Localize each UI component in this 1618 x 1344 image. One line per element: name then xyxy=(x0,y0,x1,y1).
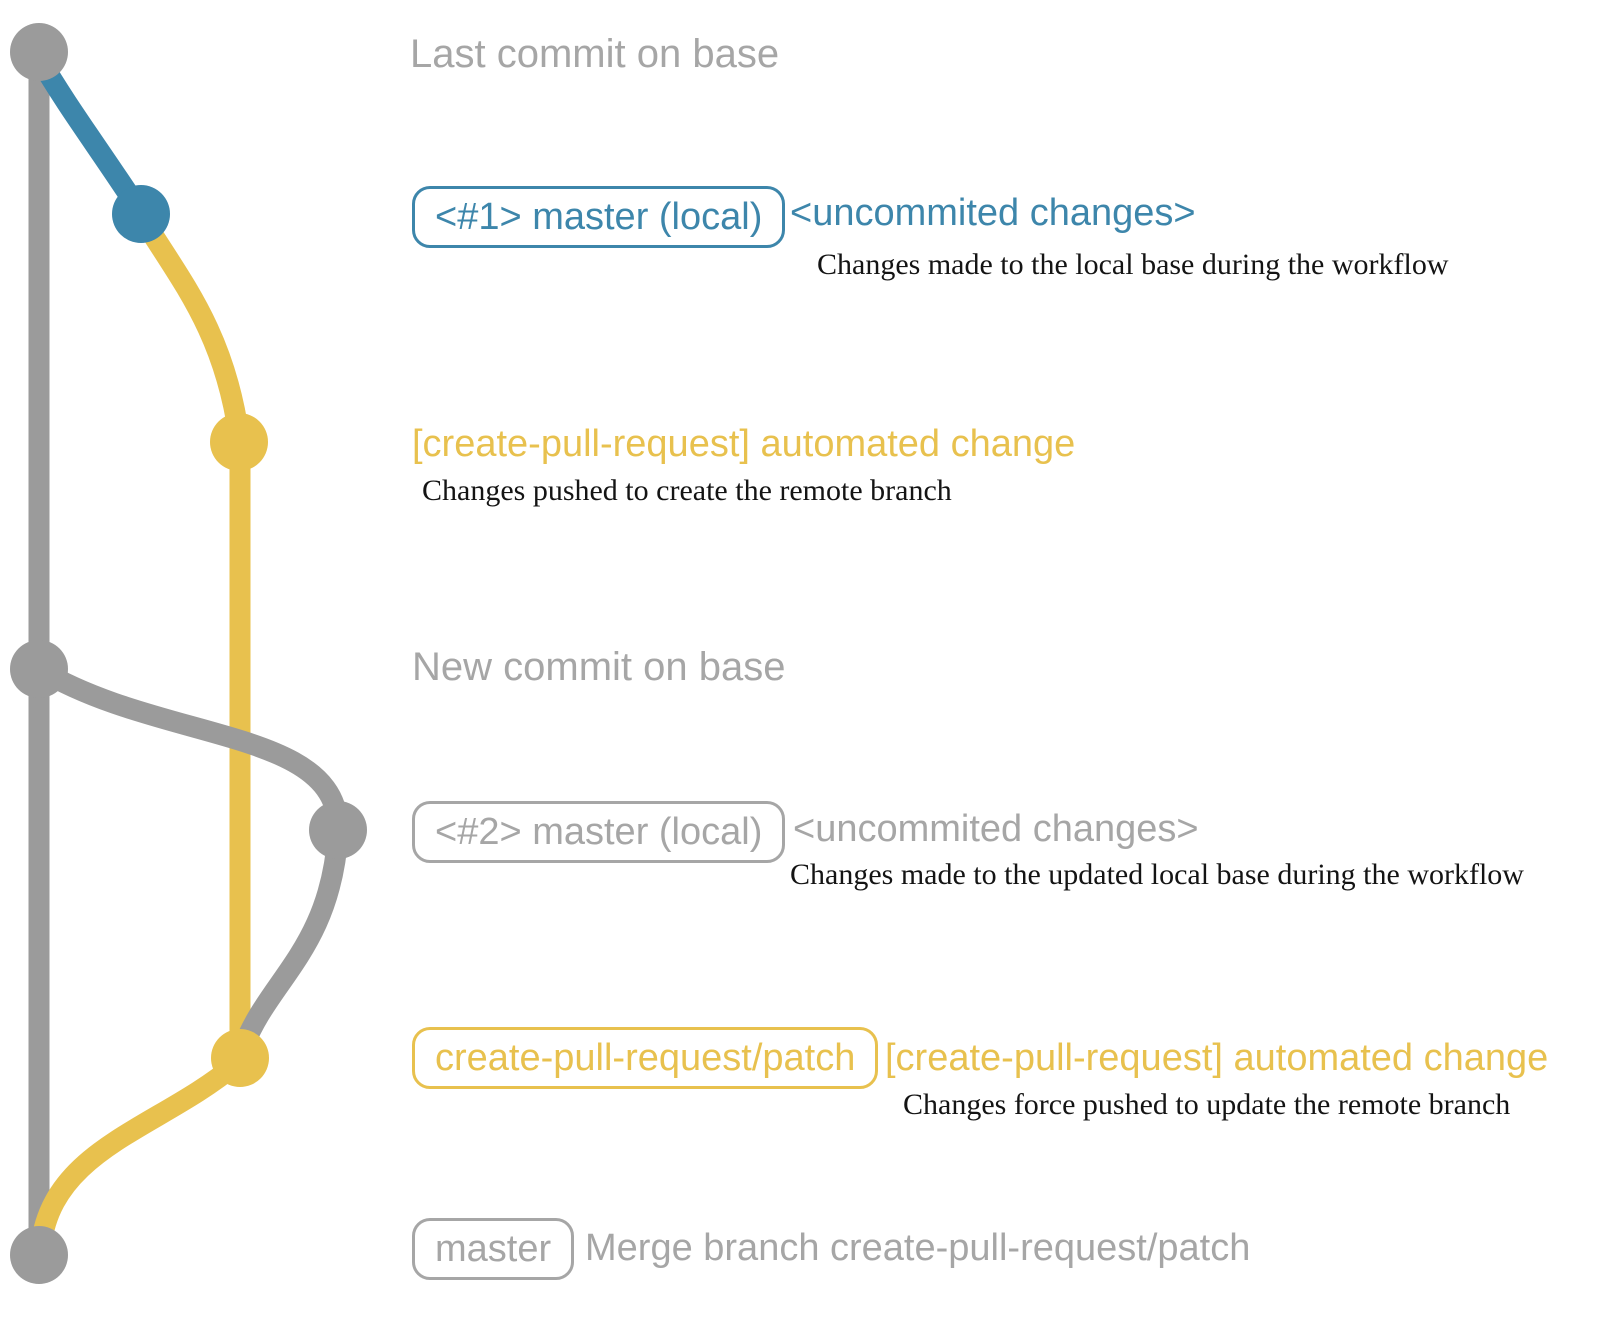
label-new-commit-on-base: New commit on base xyxy=(412,645,786,689)
note-automated-change-2: [create-pull-request] automated change xyxy=(885,1037,1549,1079)
note-uncommitted-changes-1: <uncommited changes> xyxy=(790,192,1196,234)
badge-master-local-1: <#1> master (local) xyxy=(412,186,786,248)
commit-dot-merge xyxy=(10,1226,68,1284)
note-merge-branch: Merge branch create-pull-request/patch xyxy=(585,1227,1251,1269)
description-push-1: Changes pushed to create the remote bran… xyxy=(422,474,952,507)
note-uncommitted-changes-2: <uncommited changes> xyxy=(793,808,1199,850)
description-local-1: Changes made to the local base during th… xyxy=(817,248,1449,281)
badge-create-pull-request-patch: create-pull-request/patch xyxy=(412,1027,879,1089)
branch-curve-push-remote xyxy=(132,210,250,438)
description-local-2: Changes made to the updated local base d… xyxy=(790,858,1524,891)
branch-curve-merge xyxy=(30,1055,243,1248)
commit-dot-force-pushed-change xyxy=(211,1029,269,1087)
badge-master-local-2: <#2> master (local) xyxy=(412,801,786,863)
branch-curve-master-local-2 xyxy=(33,660,349,827)
commit-dot-local-2 xyxy=(309,801,367,859)
badge-master: master xyxy=(412,1218,575,1280)
commit-dot-pushed-change xyxy=(210,413,268,471)
commit-dot-last-commit-on-base xyxy=(10,23,68,81)
commit-dot-local-1 xyxy=(112,185,170,243)
note-automated-change-1: [create-pull-request] automated change xyxy=(412,423,1076,465)
label-last-commit-on-base: Last commit on base xyxy=(410,32,780,76)
branch-curve-force-push xyxy=(233,833,349,1052)
commit-dot-new-commit-on-base xyxy=(10,640,68,698)
description-push-2: Changes force pushed to update the remot… xyxy=(903,1088,1511,1121)
branch-curve-master-local-1 xyxy=(29,52,148,216)
